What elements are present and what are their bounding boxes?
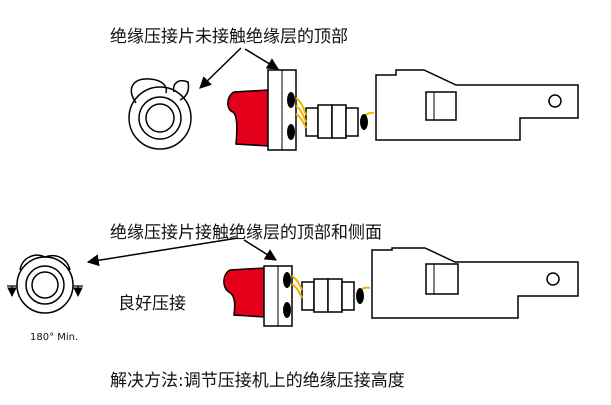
good-crimp-label: 良好压接: [118, 294, 186, 314]
angle-markers: [7, 285, 83, 297]
bottom-terminal: [223, 247, 579, 327]
title-top: 绝缘压接片未接触绝缘层的顶部: [110, 27, 348, 47]
top-terminal: [227, 69, 579, 151]
arrows-top: [199, 47, 280, 89]
top-body: [375, 69, 579, 141]
title-bottom: 绝缘压接片接触绝缘层的顶部和侧面: [110, 223, 382, 243]
solution-text: 解决方法:调节压接机上的绝缘压接高度: [110, 371, 405, 391]
bottom-insulation-red: [223, 267, 265, 318]
angle-label: 180° Min.: [30, 332, 79, 343]
bottom-body: [371, 247, 579, 319]
top-cross-section: [128, 78, 192, 150]
bottom-cross-section: [16, 254, 74, 314]
top-insulation-red: [227, 89, 269, 147]
arrows-bottom: [86, 237, 278, 267]
